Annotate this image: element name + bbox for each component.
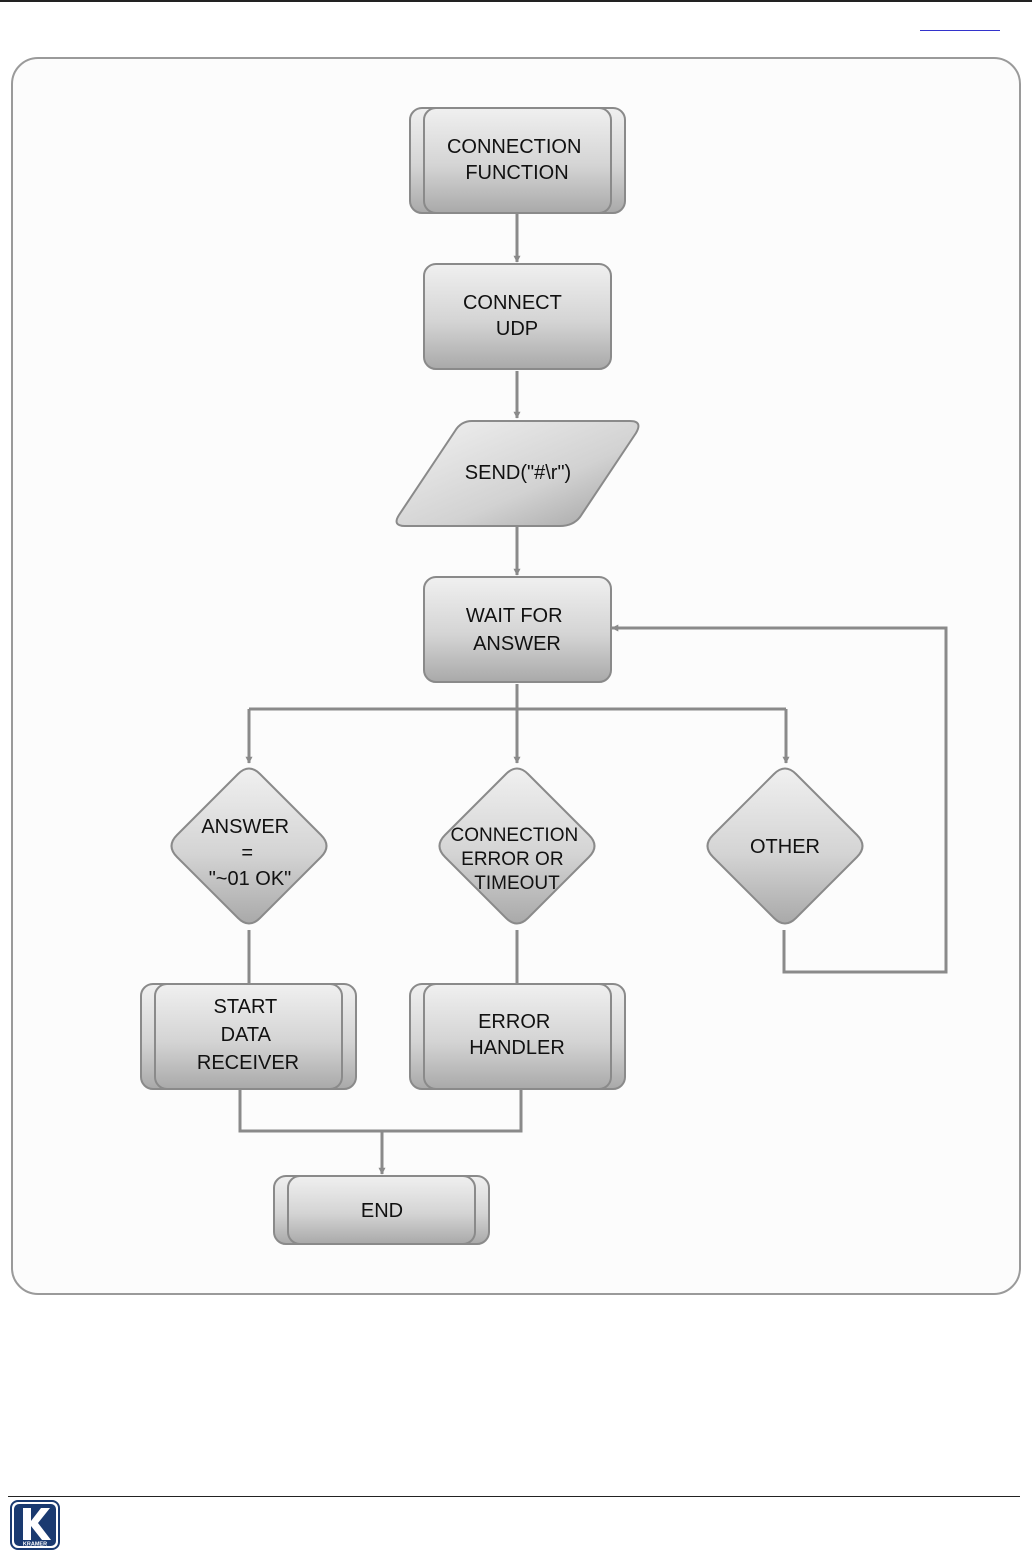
node-connection-error-decision: CONNECTION ERROR OR TIMEOUT [438, 767, 596, 925]
svg-text:CONNECTION FUNCTION: CONNECTION FUNCTION [447, 136, 587, 184]
node-other-decision: OTHER [706, 767, 864, 925]
top-rule [0, 0, 1032, 2]
node-label-line: END [361, 1200, 403, 1222]
node-label-line: ERROR [478, 1011, 550, 1033]
node-label-line: WAIT FOR [466, 605, 563, 627]
node-wait-for-answer: WAIT FOR ANSWER [423, 576, 612, 683]
svg-text:SEND("#\r"): SEND("#\r") [465, 462, 571, 484]
node-label-line: FUNCTION [465, 162, 568, 184]
svg-text:CONNECT UDP: CONNECT UDP [463, 292, 567, 340]
logo-text: KRAMER [23, 1542, 47, 1548]
node-label-line: TIMEOUT [474, 873, 560, 894]
node-label-line: START [214, 996, 277, 1018]
node-label-line: CONNECT [463, 292, 562, 314]
node-end: END [273, 1175, 490, 1245]
footer-rule [8, 1496, 1020, 1497]
node-start-data-receiver: START DATA RECEIVER [140, 983, 357, 1090]
node-send: SEND("#\r") [395, 420, 640, 527]
node-label-line: CONNECTION [450, 825, 578, 846]
node-label-line: ERROR OR [461, 849, 563, 870]
svg-text:END: END [361, 1200, 403, 1222]
node-answer-ok-decision: ANSWER = "~01 OK" [170, 767, 328, 925]
node-connection-function: CONNECTION FUNCTION [409, 107, 626, 214]
connector-other-loop [611, 624, 948, 974]
node-label-line: HANDLER [469, 1037, 565, 1059]
svg-text:ANSWER = "~01 OK": ANSWER = "~01 OK" [201, 816, 294, 890]
node-error-handler: ERROR HANDLER [409, 983, 626, 1090]
page-link[interactable] [920, 30, 1000, 31]
node-label-line: OTHER [750, 836, 820, 858]
node-label-line: UDP [496, 318, 538, 340]
node-label-line: ANSWER [201, 816, 289, 838]
node-label-line: "~01 OK" [209, 868, 292, 890]
kramer-logo-icon: KRAMER [10, 1500, 60, 1550]
node-connect-udp: CONNECT UDP [423, 263, 612, 370]
svg-text:OTHER: OTHER [750, 836, 820, 858]
node-label-line: DATA [221, 1024, 272, 1046]
node-label-line: = [241, 842, 253, 864]
svg-text:START DATA RECEIVE: START DATA RECEIVER [197, 996, 299, 1074]
node-label-line: ANSWER [473, 633, 561, 655]
node-label-line: RECEIVER [197, 1052, 299, 1074]
svg-text:WAIT FOR ANSWER: WAIT FOR ANSWER [466, 605, 568, 655]
node-label-line: CONNECTION [447, 136, 581, 158]
svg-text:ERROR HANDLER: ERROR HANDLER [469, 1011, 565, 1059]
node-label-line: SEND("#\r") [465, 462, 571, 484]
svg-text:CONNECTION ERROR OR: CONNECTION ERROR OR TIMEOUT [450, 825, 583, 894]
